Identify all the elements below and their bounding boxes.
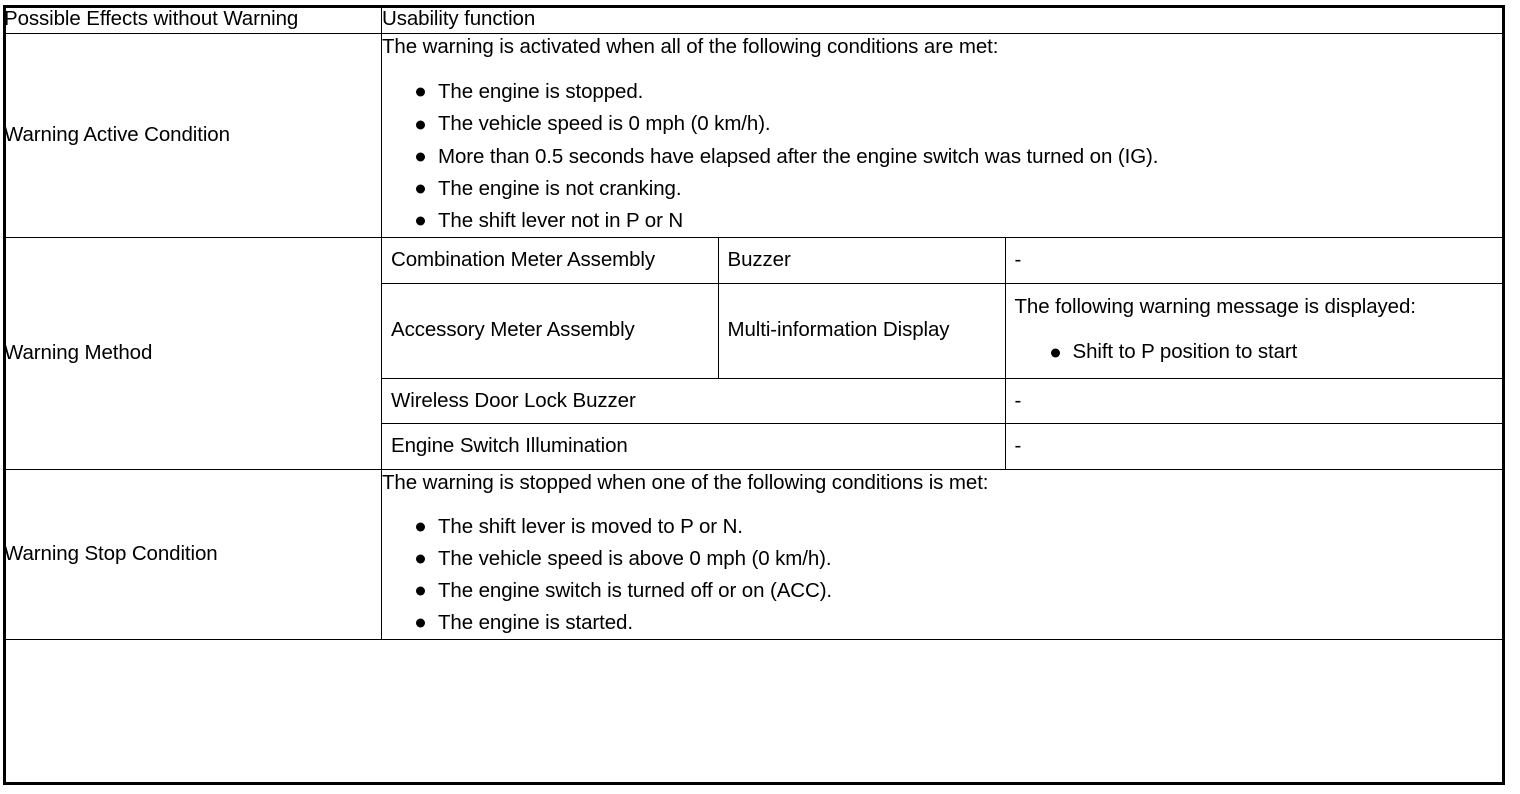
warning-stop-condition-list: The shift lever is moved to P or N. The …	[382, 511, 1504, 640]
method-component-accessory-meter: Accessory Meter Assembly	[382, 282, 719, 379]
bullet-icon	[416, 152, 425, 162]
bullet-icon	[416, 184, 425, 194]
warning-message-list: Shift to P position to start	[1015, 336, 1497, 368]
row-label-warning-stop-condition: Warning Stop Condition	[3, 468, 382, 641]
list-item: The vehicle speed is above 0 mph (0 km/h…	[416, 543, 1504, 575]
warning-method-table: Combination Meter Assembly Buzzer - Acce…	[382, 238, 1504, 469]
method-device-multi-information-display: Multi-information Display	[717, 282, 1006, 379]
bullet-icon	[416, 618, 425, 628]
warning-message-block: The following warning message is display…	[1015, 293, 1497, 369]
method-component-wireless-door-lock-buzzer: Wireless Door Lock Buzzer	[382, 377, 1006, 425]
warning-specification-table: Possible Effects without Warning Usabili…	[3, 5, 1505, 641]
row-value-possible-effects: Usability function	[381, 5, 1505, 34]
warning-stop-intro: The warning is stopped when one of the f…	[382, 470, 989, 494]
row-label-warning-active-condition: Warning Active Condition	[3, 32, 382, 239]
warning-active-condition-list: The engine is stopped. The vehicle speed…	[382, 76, 1504, 237]
list-item-label: The engine is stopped.	[438, 80, 644, 104]
list-item-label: The engine switch is turned off or on (A…	[438, 578, 833, 602]
list-item: The engine is stopped.	[416, 76, 1504, 108]
row-value-warning-active-condition: The warning is activated when all of the…	[381, 32, 1505, 239]
bullet-icon	[416, 522, 425, 532]
list-item: The engine is not cranking.	[416, 173, 1504, 205]
row-label-warning-method: Warning Method	[3, 237, 382, 470]
bullet-icon	[416, 216, 425, 226]
list-item-label: The shift lever not in P or N	[438, 208, 684, 232]
warning-active-intro: The warning is activated when all of the…	[382, 34, 999, 58]
list-item: The vehicle speed is 0 mph (0 km/h).	[416, 108, 1504, 140]
method-row-combination-meter: Combination Meter Assembly Buzzer -	[382, 238, 1504, 284]
method-device-buzzer: Buzzer	[717, 238, 1006, 284]
list-item: The shift lever is moved to P or N.	[416, 511, 1504, 543]
list-item-label: The shift lever is moved to P or N.	[438, 514, 743, 538]
bullet-icon	[416, 554, 425, 564]
list-item-label: The vehicle speed is above 0 mph (0 km/h…	[438, 546, 832, 570]
list-item: The shift lever not in P or N	[416, 205, 1504, 237]
method-detail-accessory-meter: The following warning message is display…	[1004, 282, 1504, 379]
method-detail-combination-meter: -	[1004, 238, 1504, 284]
table-row-warning-method: Warning Method Combination Meter Assembl…	[3, 237, 1505, 470]
method-detail-engine-switch-illumination: -	[1004, 423, 1504, 469]
list-item: The engine is started.	[416, 607, 1504, 639]
bullet-icon	[416, 120, 425, 130]
method-component-combination-meter: Combination Meter Assembly	[382, 238, 719, 284]
list-item-label: Shift to P position to start	[1072, 340, 1298, 364]
bullet-icon	[416, 586, 425, 596]
list-item-label: The vehicle speed is 0 mph (0 km/h).	[438, 112, 771, 136]
method-detail-wireless-door-lock-buzzer: -	[1004, 377, 1504, 425]
list-item-label: The engine is started.	[438, 611, 633, 635]
list-item-label: The engine is not cranking.	[438, 176, 682, 200]
list-item: Shift to P position to start	[1050, 336, 1497, 368]
method-row-wireless-door-lock-buzzer: Wireless Door Lock Buzzer -	[382, 377, 1504, 425]
bullet-icon	[1050, 348, 1060, 357]
row-value-warning-stop-condition: The warning is stopped when one of the f…	[381, 468, 1505, 641]
list-item: The engine switch is turned off or on (A…	[416, 575, 1504, 607]
warning-message-intro: The following warning message is display…	[1014, 294, 1416, 318]
row-label-possible-effects: Possible Effects without Warning	[3, 5, 382, 34]
method-component-engine-switch-illumination: Engine Switch Illumination	[382, 423, 1006, 469]
method-row-engine-switch-illumination: Engine Switch Illumination -	[382, 423, 1504, 469]
table-row-possible-effects: Possible Effects without Warning Usabili…	[3, 5, 1505, 34]
method-row-accessory-meter: Accessory Meter Assembly Multi-informati…	[382, 282, 1504, 379]
table-row-warning-active-condition: Warning Active Condition The warning is …	[3, 32, 1505, 239]
bullet-icon	[416, 87, 425, 97]
list-item: More than 0.5 seconds have elapsed after…	[416, 141, 1504, 173]
row-value-warning-method: Combination Meter Assembly Buzzer - Acce…	[381, 237, 1505, 470]
table-row-warning-stop-condition: Warning Stop Condition The warning is st…	[3, 468, 1505, 641]
list-item-label: More than 0.5 seconds have elapsed after…	[438, 144, 1159, 168]
